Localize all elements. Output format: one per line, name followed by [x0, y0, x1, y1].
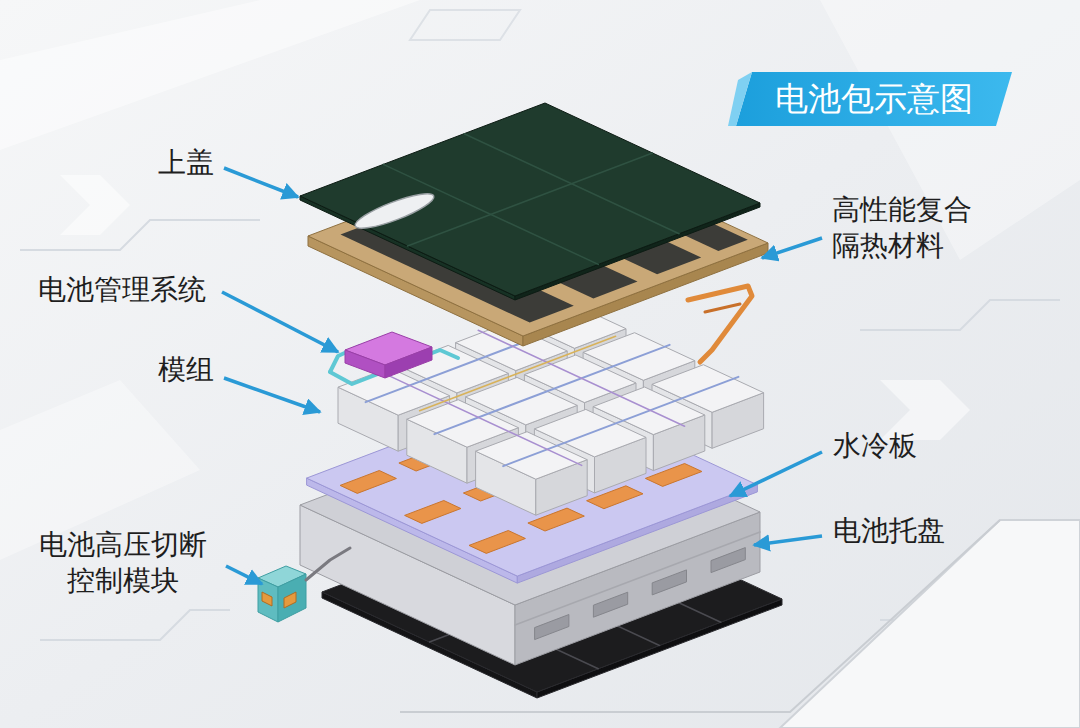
leader-arrow: [730, 452, 822, 496]
cover-opening: [352, 188, 437, 235]
leader-arrow: [224, 378, 320, 412]
bms-side: [345, 350, 385, 378]
circuit-line: [20, 220, 260, 250]
hv-module-front: [278, 574, 306, 622]
title-holder: 电池包示意图: [738, 76, 1010, 122]
bg-chevron: [60, 175, 130, 235]
bms-front: [385, 347, 432, 378]
title: 电池包示意图: [738, 76, 1010, 122]
leader-arrow: [226, 566, 262, 584]
cooling-strip: [405, 501, 461, 524]
cooling-strip: [340, 471, 396, 494]
module-wiring: [375, 369, 581, 465]
circuit-line: [40, 610, 230, 640]
cooling-strip: [469, 531, 525, 554]
tray-window: [652, 570, 686, 595]
bracket: [705, 304, 740, 312]
title-banner: [736, 72, 1012, 126]
leader-arrow: [754, 536, 822, 545]
module-wiring: [478, 330, 684, 426]
module-wiring: [503, 377, 738, 466]
label-holder: 上盖: [158, 145, 228, 181]
leader-arrow: [222, 292, 338, 352]
bg-chevron: [410, 10, 520, 40]
bracket: [688, 286, 752, 362]
bg-panel: [0, 0, 420, 150]
label-holder: 电池托盘: [833, 513, 973, 549]
module-wiring: [434, 345, 669, 434]
cover-seam: [408, 153, 653, 246]
module-wiring: [420, 336, 616, 410]
leader-arrow: [224, 168, 298, 197]
title-banner-accent: [728, 72, 752, 126]
tray-window: [593, 592, 627, 617]
hv-cable: [306, 548, 350, 580]
leader-arrow: [762, 238, 822, 258]
part-label: 电池托盘: [833, 513, 973, 549]
hv-connector: [262, 592, 272, 606]
part-label: 电池管理系统: [38, 272, 220, 308]
tray-window: [535, 615, 569, 640]
part-label: 模组: [158, 352, 220, 388]
part-label: 上盖: [158, 145, 228, 181]
top-cover-top: [300, 103, 760, 296]
bg-slab: [780, 520, 1080, 728]
circuit-line: [860, 300, 1060, 330]
label-holder: 水冷板: [833, 428, 953, 464]
label-holder: 模组: [158, 352, 220, 388]
part-label: 水冷板: [833, 428, 953, 464]
hv-connector: [284, 592, 296, 608]
part-label: 高性能复合 隔热材料: [832, 192, 984, 265]
label-holder: 电池高压切断 控制模块: [32, 527, 214, 600]
label-holder: 高性能复合 隔热材料: [832, 192, 984, 265]
part-label: 电池高压切断 控制模块: [32, 527, 214, 600]
tray-window: [711, 548, 745, 573]
label-holder: 电池管理系统: [38, 272, 220, 308]
